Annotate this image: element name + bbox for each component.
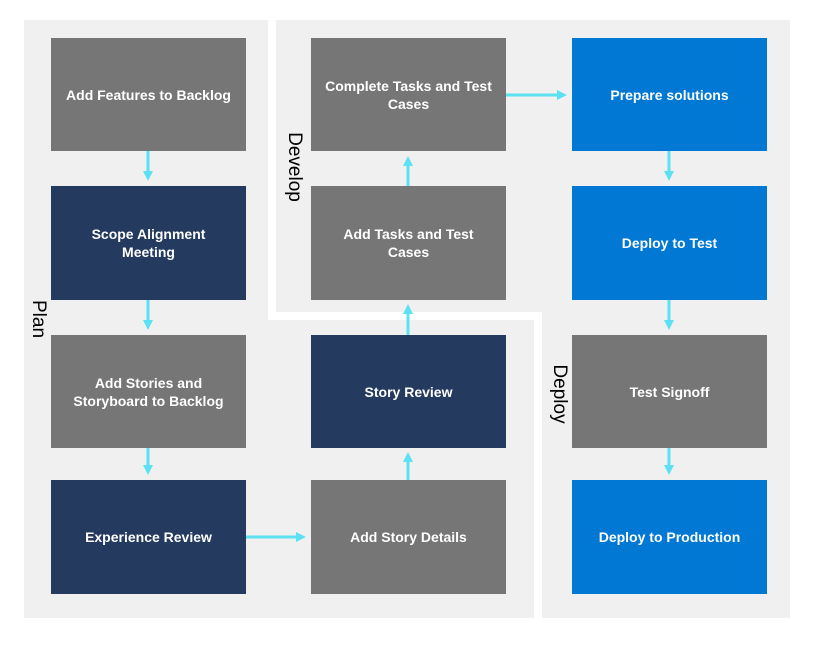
step-scope-alignment-meeting: Scope Alignment Meeting (51, 186, 246, 300)
step-complete-tasks-and-test-cases: Complete Tasks and Test Cases (311, 38, 506, 151)
step-add-tasks-and-test-cases: Add Tasks and Test Cases (311, 186, 506, 300)
step-deploy-to-test: Deploy to Test (572, 186, 767, 300)
step-add-features-to-backlog: Add Features to Backlog (51, 38, 246, 151)
step-story-review: Story Review (311, 335, 506, 448)
step-add-story-details: Add Story Details (311, 480, 506, 594)
step-prepare-solutions: Prepare solutions (572, 38, 767, 151)
step-add-stories-and-storyboard: Add Stories and Storyboard to Backlog (51, 335, 246, 448)
step-deploy-to-production: Deploy to Production (572, 480, 767, 594)
step-experience-review: Experience Review (51, 480, 246, 594)
step-test-signoff: Test Signoff (572, 335, 767, 448)
